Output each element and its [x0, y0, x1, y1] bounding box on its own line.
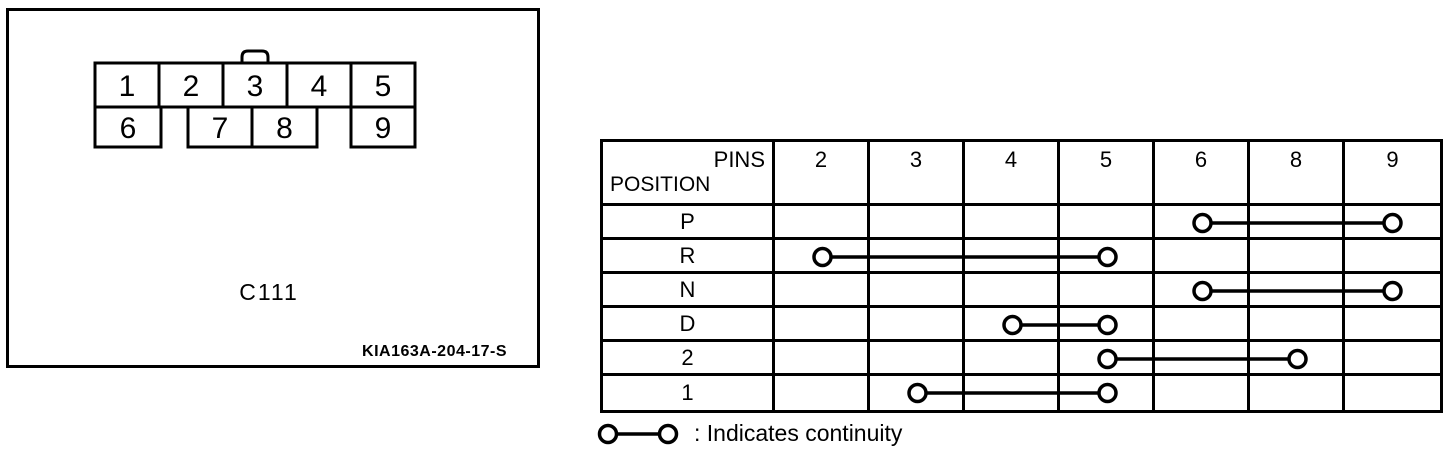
- continuity-cell: [965, 206, 1060, 240]
- pin-column-header: 2: [775, 142, 870, 206]
- connector-id-label: C111: [239, 279, 299, 305]
- connector-pinout-diagram: 1 2 3 4 5 6 7 8 9: [93, 49, 417, 149]
- pin-column-header-text: 5: [1099, 147, 1113, 172]
- position-row-label-text: N: [679, 276, 696, 302]
- continuity-cell: [1155, 308, 1250, 342]
- continuity-cell: [775, 342, 870, 376]
- continuity-cell: [1155, 206, 1250, 240]
- position-row-label-text: D: [679, 310, 696, 336]
- pin-column-header-text: 4: [1004, 147, 1018, 172]
- continuity-cell: [1345, 206, 1440, 240]
- continuity-cell: [965, 342, 1060, 376]
- table-corner-cell: PINS POSITION: [603, 142, 775, 206]
- pin-column-header-text: 8: [1289, 147, 1303, 172]
- pin-number-label: 9: [375, 112, 392, 145]
- connector-figure-box: 1 2 3 4 5 6 7 8 9 C111 KIA163A-204-17-S: [6, 8, 540, 368]
- position-row-label: 1: [603, 376, 775, 410]
- position-row-label: 2: [603, 342, 775, 376]
- continuity-cell: [870, 376, 965, 410]
- continuity-cell: [1345, 274, 1440, 308]
- continuity-cell: [870, 206, 965, 240]
- position-row-label: P: [603, 206, 775, 240]
- continuity-cell: [1250, 342, 1345, 376]
- continuity-cell: [1345, 342, 1440, 376]
- position-row-label-text: 1: [681, 380, 694, 405]
- continuity-cell: [870, 274, 965, 308]
- pin-number-label: 5: [375, 70, 392, 103]
- continuity-cell: [870, 342, 965, 376]
- connector-pin-cells: 1 2 3 4 5 6 7 8 9: [93, 61, 417, 149]
- continuity-cell: [1060, 206, 1155, 240]
- continuity-cell: [1345, 308, 1440, 342]
- position-row-label: R: [603, 240, 775, 274]
- continuity-symbol-icon: [597, 423, 679, 444]
- pin-column-header: 3: [870, 142, 965, 206]
- continuity-cell: [775, 376, 870, 410]
- continuity-cell: [965, 308, 1060, 342]
- pin-column-header-text: 9: [1386, 147, 1399, 172]
- continuity-cell: [870, 240, 965, 274]
- continuity-cell: [1250, 206, 1345, 240]
- continuity-cell: [1250, 240, 1345, 274]
- legend-text: : Indicates continuity: [694, 420, 903, 446]
- pin-column-header: 6: [1155, 142, 1250, 206]
- continuity-cell: [1060, 240, 1155, 274]
- continuity-cell: [775, 240, 870, 274]
- pin-number-label: 4: [311, 70, 328, 103]
- position-row-label: D: [603, 308, 775, 342]
- position-row-label-text: 2: [681, 344, 694, 370]
- continuity-cell: [1155, 342, 1250, 376]
- continuity-cell: [870, 308, 965, 342]
- pin-cell: [349, 105, 417, 149]
- continuity-cell: [965, 274, 1060, 308]
- pin-column-header-text: 3: [909, 147, 923, 172]
- continuity-cell: [1345, 376, 1440, 410]
- position-row-label-text: P: [680, 208, 695, 234]
- continuity-cell: [1060, 308, 1155, 342]
- position-row-label-text: R: [679, 242, 696, 268]
- pin-number-label: 2: [183, 70, 200, 103]
- continuity-cell: [1060, 376, 1155, 410]
- continuity-cell: [1060, 342, 1155, 376]
- continuity-cell: [1345, 240, 1440, 274]
- continuity-cell: [1155, 240, 1250, 274]
- position-row-label: N: [603, 274, 775, 308]
- position-header-label: POSITION: [610, 173, 711, 196]
- pin-column-header: 5: [1060, 142, 1155, 206]
- continuity-cell: [1060, 274, 1155, 308]
- pin-column-header-text: 2: [814, 147, 828, 172]
- continuity-cell: [1250, 376, 1345, 410]
- pin-number-label: 1: [119, 70, 136, 103]
- pin-column-header: 9: [1345, 142, 1440, 206]
- continuity-cell: [775, 274, 870, 308]
- pin-cell: [93, 105, 163, 149]
- pin-cell: [285, 61, 353, 109]
- pin-column-header: 8: [1250, 142, 1345, 206]
- continuity-cell: [965, 376, 1060, 410]
- pin-number-label: 3: [247, 70, 264, 103]
- figure-code-label: KIA163A-204-17-S: [362, 343, 507, 360]
- continuity-cell: [1155, 274, 1250, 308]
- continuity-legend: : Indicates continuity: [596, 420, 902, 447]
- pin-number-label: 8: [276, 112, 293, 145]
- continuity-cell: [775, 206, 870, 240]
- continuity-cell: [1155, 376, 1250, 410]
- continuity-cell: [1250, 308, 1345, 342]
- continuity-cell: [775, 308, 870, 342]
- pins-header-label: PINS: [713, 147, 765, 172]
- pin-column-header-text: 6: [1194, 147, 1208, 172]
- pin-number-label: 7: [212, 112, 229, 145]
- continuity-cell: [1250, 274, 1345, 308]
- continuity-cell: [965, 240, 1060, 274]
- pin-cell: [250, 105, 319, 149]
- pin-column-header: 4: [965, 142, 1060, 206]
- pin-number-label: 6: [120, 112, 137, 145]
- pin-cell: [186, 105, 254, 149]
